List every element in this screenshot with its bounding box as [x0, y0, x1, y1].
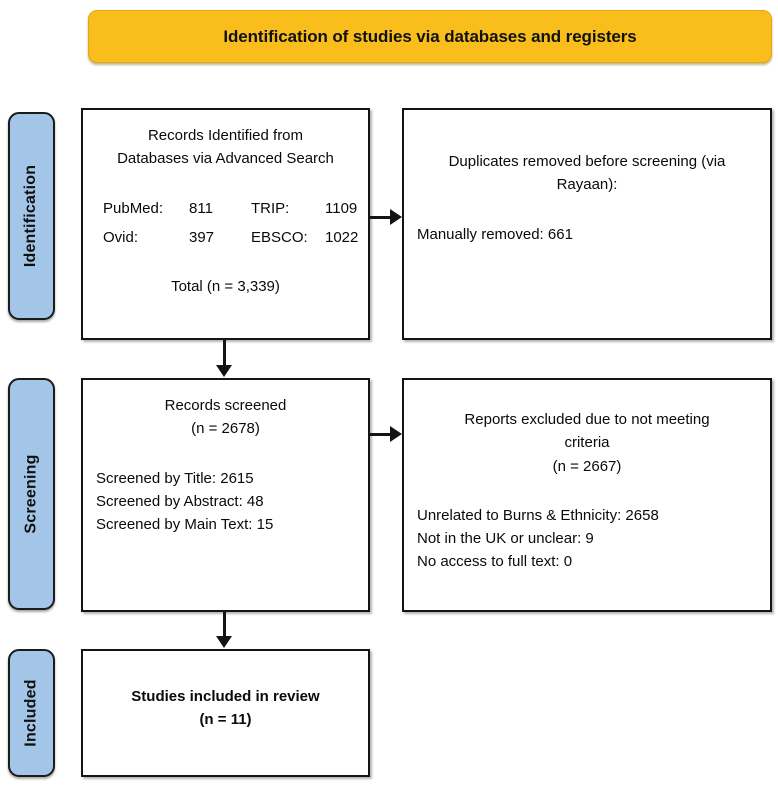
records-screened-count: (n = 2678) — [191, 420, 260, 438]
connector-identification-to-screening-line — [223, 340, 226, 367]
connector-identification-to-duplicates-line — [370, 216, 392, 219]
box-records-identified: Records Identified from Databases via Ad… — [81, 108, 370, 340]
connector-screening-to-excluded-line — [370, 433, 392, 436]
arrow-down-icon-identification-to-screening — [216, 365, 232, 377]
records-identified-total: Total (n = 3,339) — [171, 278, 280, 295]
records-identified-source-counts: PubMed: 811 TRIP: 1109 Ovid: 397 EBSCO: … — [96, 197, 359, 250]
reports-excluded-heading-line2: criteria — [564, 434, 610, 452]
source-count-ovid: 397 — [189, 228, 215, 246]
duplicates-removed-heading: Duplicates removed before screening (via… — [448, 153, 726, 194]
studies-included-count: (n = 11) — [199, 711, 252, 729]
reports-excluded-heading-line1: Reports excluded due to not meeting — [464, 411, 710, 428]
reports-excluded-detail-noaccess: No access to full text: 0 — [417, 553, 573, 571]
stage-label-included-text: Included — [22, 679, 40, 747]
source-label-ebsco: EBSCO: — [251, 228, 308, 246]
records-identified-heading-line2: Databases via Advanced Search — [117, 150, 334, 168]
box-studies-included: Studies included in review (n = 11) — [81, 649, 370, 777]
diagram-title: Identification of studies via databases … — [223, 26, 637, 46]
records-screened-detail-maintext: Screened by Main Text: 15 — [96, 516, 274, 533]
duplicates-removed-detail: Manually removed: 661 — [417, 225, 573, 243]
box-reports-excluded: Reports excluded due to not meeting crit… — [402, 378, 772, 612]
box-duplicates-removed: Duplicates removed before screening (via… — [402, 108, 772, 340]
reports-excluded-count: (n = 2667) — [552, 457, 622, 475]
source-label-ovid: Ovid: — [103, 228, 139, 246]
source-count-ebsco: 1022 — [325, 228, 359, 246]
reports-excluded-detail-unrelated: Unrelated to Burns & Ethnicity: 2658 — [417, 506, 659, 524]
diagram-header-banner: Identification of studies via databases … — [88, 10, 772, 63]
studies-included-heading: Studies included in review — [131, 688, 320, 705]
source-label-pubmed: PubMed: — [103, 199, 164, 217]
source-count-trip: 1109 — [325, 199, 358, 217]
connector-screening-to-included-line — [223, 612, 226, 638]
stage-label-identification-text: Identification — [22, 164, 40, 268]
arrow-down-icon-screening-to-included — [216, 636, 232, 648]
stage-label-screening-text: Screening — [22, 454, 40, 534]
stage-label-identification: Identification — [8, 112, 55, 320]
source-label-trip: TRIP: — [251, 199, 290, 217]
stage-label-screening: Screening — [8, 378, 55, 610]
arrow-right-icon-identification-to-duplicates — [390, 209, 402, 225]
reports-excluded-detail-notuk: Not in the UK or unclear: 9 — [417, 530, 594, 547]
box-records-screened: Records screened (n = 2678) Screened by … — [81, 378, 370, 612]
records-screened-detail-abstract: Screened by Abstract: 48 — [96, 492, 264, 510]
records-screened-detail-title: Screened by Title: 2615 — [96, 469, 254, 487]
source-count-pubmed: 811 — [189, 199, 213, 217]
stage-label-included: Included — [8, 649, 55, 777]
records-screened-heading: Records screened — [164, 397, 287, 414]
arrow-right-icon-screening-to-excluded — [390, 426, 402, 442]
records-identified-heading-line1: Records Identified from — [147, 127, 304, 144]
